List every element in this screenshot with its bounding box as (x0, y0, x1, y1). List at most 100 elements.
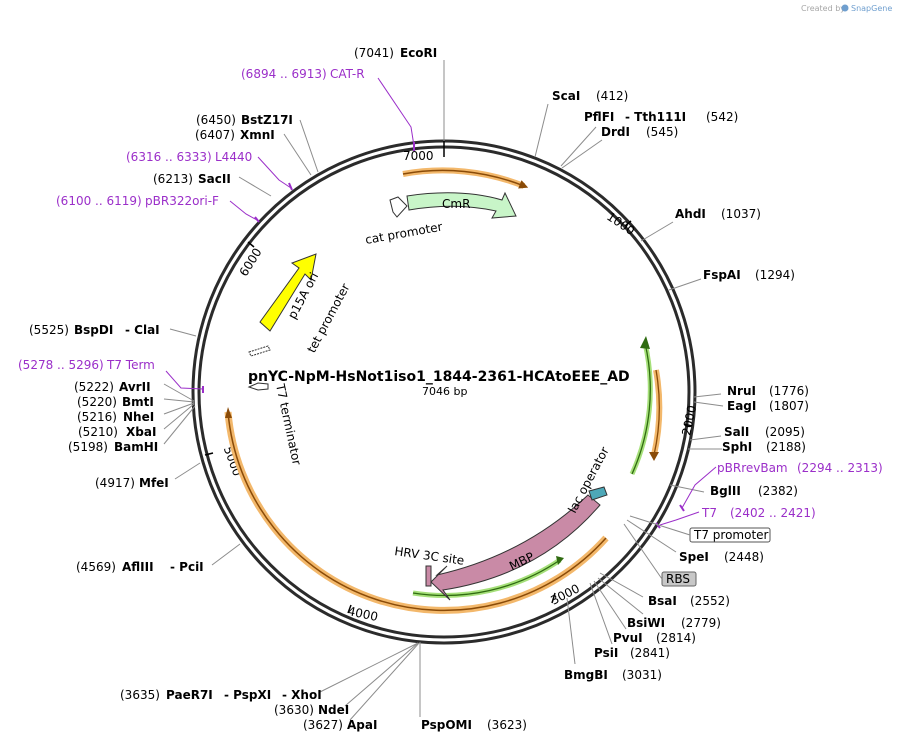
pspomi-label[interactable]: PspOMI (421, 718, 472, 732)
pbrrevbam-primer-label[interactable]: pBRrevBam (717, 461, 788, 475)
tick-marks (204, 141, 693, 614)
sphi-label[interactable]: SphI (722, 440, 752, 454)
pspxi-label[interactable]: - PspXI (224, 688, 271, 702)
credit-brand: SnapGene (851, 4, 892, 13)
bmti-label[interactable]: BmtI (122, 395, 154, 409)
bmti-position: (5220) (77, 395, 117, 409)
nrui-label[interactable]: NruI (727, 384, 756, 398)
pflfi-position: (542) (706, 110, 738, 124)
bstz17i-position: (6450) (196, 113, 236, 127)
eagi-label[interactable]: EagI (727, 399, 756, 413)
spei-label[interactable]: SpeI (679, 550, 709, 564)
drdi-position: (545) (646, 125, 678, 139)
scai-position: (412) (596, 89, 628, 103)
nhei-label[interactable]: NheI (123, 410, 154, 424)
mfei-label[interactable]: MfeI (139, 476, 169, 490)
aflIII-position: (4569) (76, 560, 116, 574)
t7term-primer-label[interactable]: T7 Term (106, 358, 155, 372)
xhoi-label[interactable]: - XhoI (282, 688, 322, 702)
cmr-label: CmR (442, 197, 470, 211)
bmgbi-position: (3031) (622, 668, 662, 682)
ecori-position: (7041) (354, 46, 394, 60)
sacii-position: (6213) (153, 172, 193, 186)
catr-primer-label[interactable]: CAT-R (330, 67, 365, 81)
pflfi-label[interactable]: PflFI (584, 110, 614, 124)
avrii-label[interactable]: AvrII (119, 380, 151, 394)
feature-track-top-orange[interactable] (402, 167, 526, 189)
plasmid-name: pnYC-NpM-HsNot1iso1_1844-2361-HCAtoEEE_A… (248, 369, 630, 385)
bamhi-position: (5198) (68, 440, 108, 454)
tth111i-label[interactable]: - Tth111I (625, 110, 686, 124)
mfei-position: (4917) (95, 476, 135, 490)
ahdi-label[interactable]: AhdI (675, 207, 706, 221)
sacii-label[interactable]: SacII (198, 172, 231, 186)
t7-promoter-label: T7 promoter (693, 528, 769, 542)
p15a-ori-arrow[interactable] (259, 253, 317, 332)
pbrrevbam-primer-range: (2294 .. 2313) (797, 461, 883, 475)
pvui-position: (2814) (656, 631, 696, 645)
pcii-label[interactable]: - PciI (170, 560, 204, 574)
bamhi-label[interactable]: BamHI (114, 440, 158, 454)
avrii-position: (5222) (74, 380, 114, 394)
l4440-primer-label[interactable]: L4440 (215, 150, 252, 164)
t7-terminator-arrow[interactable] (247, 382, 269, 391)
cmr-feature-arrow[interactable] (406, 191, 517, 219)
xbai-position: (5210) (78, 425, 118, 439)
primer-leader-lines (165, 77, 717, 526)
ecori-label[interactable]: EcoRI (400, 46, 437, 60)
bglii-label[interactable]: BglII (710, 484, 741, 498)
xmni-label[interactable]: XmnI (240, 128, 275, 142)
rbs-label: RBS (666, 572, 690, 586)
hrv-3c-site-label: HRV 3C site (394, 544, 465, 568)
lac-operator-block[interactable] (588, 486, 608, 501)
plasmid-size: 7046 bp (422, 385, 467, 398)
sali-label[interactable]: SalI (724, 425, 749, 439)
feature-track-orange-right-line (653, 369, 660, 456)
pbr322ori-primer-range: (6100 .. 6119) (56, 194, 142, 208)
nhei-position: (5216) (77, 410, 117, 424)
fspai-label[interactable]: FspAI (703, 268, 741, 282)
tet-promoter-arrow[interactable] (248, 345, 271, 357)
drdi-label[interactable]: DrdI (601, 125, 630, 139)
feature-track-green-lower-line (412, 559, 561, 597)
bsiwi-label[interactable]: BsiWI (627, 616, 665, 630)
mbp-feature-arrow[interactable] (430, 494, 601, 601)
cat-promoter-arrow[interactable] (389, 196, 408, 218)
clai-label[interactable]: - ClaI (125, 323, 160, 337)
eagi-position: (1807) (769, 399, 809, 413)
t7term-primer-range: (5278 .. 5296) (18, 358, 104, 372)
t7-primer-label[interactable]: T7 (701, 506, 717, 520)
bsai-label[interactable]: BsaI (648, 594, 677, 608)
bspdi-position: (5525) (29, 323, 69, 337)
apai-position: (3627) (303, 718, 343, 732)
ahdi-position: (1037) (721, 207, 761, 221)
sali-position: (2095) (765, 425, 805, 439)
pvui-label[interactable]: PvuI (613, 631, 643, 645)
feature-track-bottom-orange[interactable] (224, 411, 609, 614)
l4440-primer-range: (6316 .. 6333) (126, 150, 212, 164)
paer7i-label[interactable]: PaeR7I (166, 688, 213, 702)
paer7i-position: (3635) (120, 688, 160, 702)
bsai-position: (2552) (690, 594, 730, 608)
xbai-label[interactable]: XbaI (126, 425, 156, 439)
bsiwi-position: (2779) (681, 616, 721, 630)
t7-primer-range: (2402 .. 2421) (730, 506, 816, 520)
pbr322ori-primer-label[interactable]: pBR322ori-F (145, 194, 219, 208)
snapgene-logo-icon (841, 4, 849, 12)
ndei-label[interactable]: NdeI (318, 703, 349, 717)
psii-label[interactable]: PsiI (594, 646, 618, 660)
bstz17i-label[interactable]: BstZ17I (241, 113, 293, 127)
apai-label[interactable]: ApaI (347, 718, 377, 732)
bmgbi-label[interactable]: BmgBI (564, 668, 608, 682)
hrv-3c-site-block[interactable] (425, 565, 432, 587)
aflIII-label[interactable]: AflIII (122, 560, 154, 574)
scai-label[interactable]: ScaI (552, 89, 580, 103)
tick-label-4000: 4000 (346, 604, 379, 624)
sphi-position: (2188) (766, 440, 806, 454)
fspai-position: (1294) (755, 268, 795, 282)
feature-track-green-right[interactable] (629, 342, 653, 476)
primer-site-marks (202, 142, 685, 529)
bglii-position: (2382) (758, 484, 798, 498)
bspdi-label[interactable]: BspDI (74, 323, 113, 337)
